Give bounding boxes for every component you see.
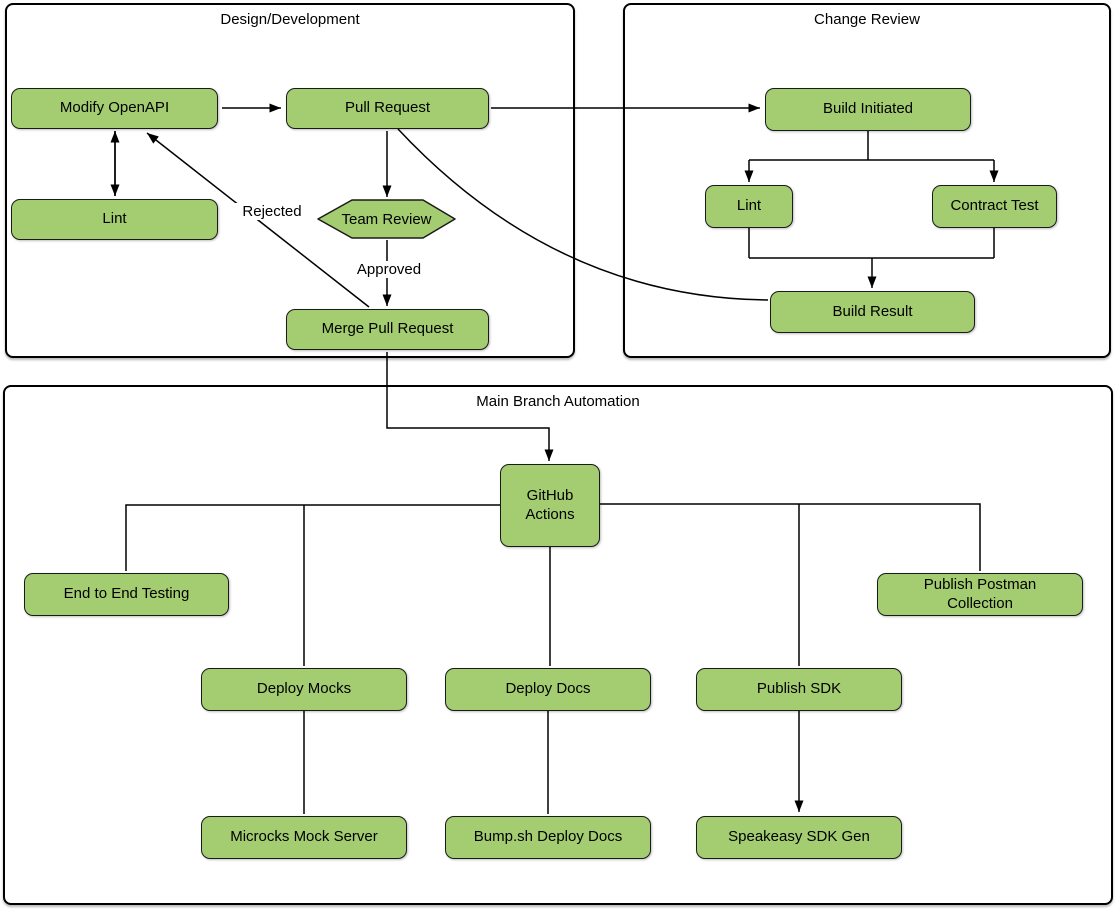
node-modify-openapi: Modify OpenAPI	[11, 88, 218, 129]
node-microcks-mock-server: Microcks Mock Server	[201, 816, 407, 859]
node-label: Lint	[102, 210, 127, 228]
node-publish-postman-collection: Publish Postman Collection	[877, 573, 1083, 616]
node-contract-test: Contract Test	[932, 185, 1057, 228]
node-label: Actions	[525, 505, 575, 523]
node-speakeasy-sdk-gen: Speakeasy SDK Gen	[696, 816, 902, 859]
node-github-actions: GitHub Actions	[500, 464, 600, 547]
container-title-change-review: Change Review	[814, 11, 920, 28]
node-label: Bump.sh Deploy Docs	[473, 828, 623, 846]
node-team-review: Team Review	[318, 200, 455, 238]
node-bump-sh-deploy-docs: Bump.sh Deploy Docs	[445, 816, 651, 859]
node-publish-sdk: Publish SDK	[696, 668, 902, 711]
node-label: Microcks Mock Server	[230, 828, 378, 846]
node-label: Collection	[947, 594, 1013, 612]
node-build-result: Build Result	[770, 291, 975, 333]
node-label: Team Review	[341, 210, 432, 228]
node-merge-pull-request: Merge Pull Request	[286, 309, 489, 350]
node-label: GitHub	[526, 486, 574, 504]
node-label: Contract Test	[950, 197, 1039, 215]
node-label: End to End Testing	[63, 585, 190, 603]
node-label: Publish SDK	[756, 680, 842, 698]
node-label: Build Initiated	[822, 100, 914, 118]
edge-label-rejected: Rejected	[232, 203, 312, 220]
node-end-to-end-testing: End to End Testing	[24, 573, 229, 616]
node-lint-design: Lint	[11, 199, 218, 240]
node-label: Speakeasy SDK Gen	[728, 828, 870, 846]
container-design-development: Design/Development	[5, 3, 575, 358]
edge-label-approved: Approved	[350, 261, 428, 278]
node-label: Deploy Mocks	[256, 680, 352, 698]
node-label: Publish Postman	[923, 575, 1037, 593]
node-pull-request: Pull Request	[286, 88, 489, 129]
node-label: Build Result	[832, 302, 913, 320]
node-label: Merge Pull Request	[321, 320, 454, 338]
node-build-initiated: Build Initiated	[765, 88, 971, 131]
node-deploy-mocks: Deploy Mocks	[201, 668, 407, 711]
node-lint-change-review: Lint	[705, 185, 793, 228]
container-title-main-branch-automation: Main Branch Automation	[476, 393, 640, 410]
node-label: Pull Request	[344, 99, 431, 117]
node-deploy-docs: Deploy Docs	[445, 668, 651, 711]
node-label: Deploy Docs	[505, 680, 591, 698]
node-label: Modify OpenAPI	[59, 99, 170, 117]
container-title-design-development: Design/Development	[220, 11, 360, 28]
node-label: Lint	[736, 197, 762, 215]
